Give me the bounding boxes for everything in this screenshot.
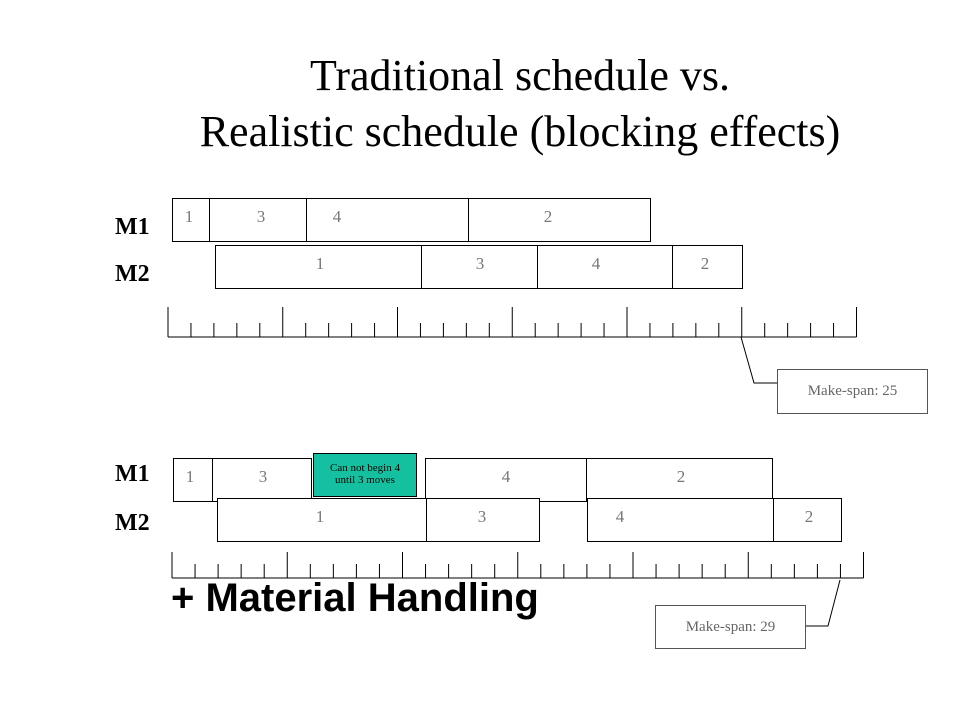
realistic-time-axis <box>171 552 864 579</box>
job-label: 1 <box>315 507 325 526</box>
traditional-m1-job-4: 4 <box>306 199 468 241</box>
material-handling-label: + Material Handling <box>171 576 539 620</box>
job-label: 4 <box>332 207 342 226</box>
realistic-m2-row-a: 1 3 <box>217 498 540 542</box>
traditional-m2-job-4: 4 <box>537 246 672 288</box>
job-label: 1 <box>315 254 325 273</box>
traditional-makespan-callout: Make-span: 25 <box>777 369 928 414</box>
note-line-1: Can not begin 4 <box>330 462 400 474</box>
realistic-makespan-leader <box>806 579 841 627</box>
job-label: 3 <box>258 467 268 486</box>
realistic-m1-job-4: 4 <box>426 459 586 501</box>
realistic-m1-job-2: 2 <box>586 459 773 501</box>
job-label: 2 <box>804 507 814 526</box>
traditional-m1-job-1: 1 <box>173 199 209 241</box>
traditional-m2-label: M2 <box>115 261 150 287</box>
job-label: 3 <box>475 254 485 273</box>
realistic-m2-job-4: 4 <box>588 499 773 541</box>
job-label: 4 <box>591 254 601 273</box>
traditional-m1-label: M1 <box>115 214 150 240</box>
traditional-m2-job-3: 3 <box>421 246 537 288</box>
traditional-m2-job-1: 1 <box>216 246 421 288</box>
title-line-2: Realistic schedule (blocking effects) <box>199 107 841 156</box>
traditional-m2-row: 1 3 4 2 <box>215 245 743 289</box>
title-line-1: Traditional schedule vs. <box>310 51 730 100</box>
traditional-makespan-leader <box>740 336 777 384</box>
traditional-time-axis <box>167 307 857 338</box>
traditional-m1-job-3: 3 <box>209 199 306 241</box>
traditional-m1-row: 1 3 4 2 <box>172 198 651 242</box>
realistic-m2-job-1: 1 <box>218 499 426 541</box>
realistic-m2-row-b: 4 2 <box>587 498 842 542</box>
page-title: Traditional schedule vs. Realistic sched… <box>0 48 960 160</box>
job-label: 1 <box>184 207 194 226</box>
job-label: 4 <box>615 507 625 526</box>
realistic-makespan-callout: Make-span: 29 <box>655 605 806 649</box>
note-line-2: until 3 moves <box>335 474 395 486</box>
realistic-m1-row-b: 4 2 <box>425 458 773 502</box>
traditional-m2-job-2: 2 <box>672 246 743 288</box>
job-label: 2 <box>676 467 686 486</box>
job-label: 4 <box>501 467 511 486</box>
realistic-m2-job-2: 2 <box>773 499 842 541</box>
realistic-m1-job-3: 3 <box>212 459 312 501</box>
traditional-m1-job-2: 2 <box>468 199 651 241</box>
job-label: 2 <box>700 254 710 273</box>
realistic-m2-label: M2 <box>115 510 150 536</box>
job-label: 1 <box>185 467 195 486</box>
job-label: 2 <box>543 207 553 226</box>
job-label: 3 <box>477 507 487 526</box>
realistic-m2-job-3: 3 <box>426 499 540 541</box>
job-label: 3 <box>256 207 266 226</box>
realistic-m1-label: M1 <box>115 461 150 487</box>
blocking-note: Can not begin 4 until 3 moves <box>313 453 417 497</box>
realistic-m1-job-1: 1 <box>174 459 212 501</box>
